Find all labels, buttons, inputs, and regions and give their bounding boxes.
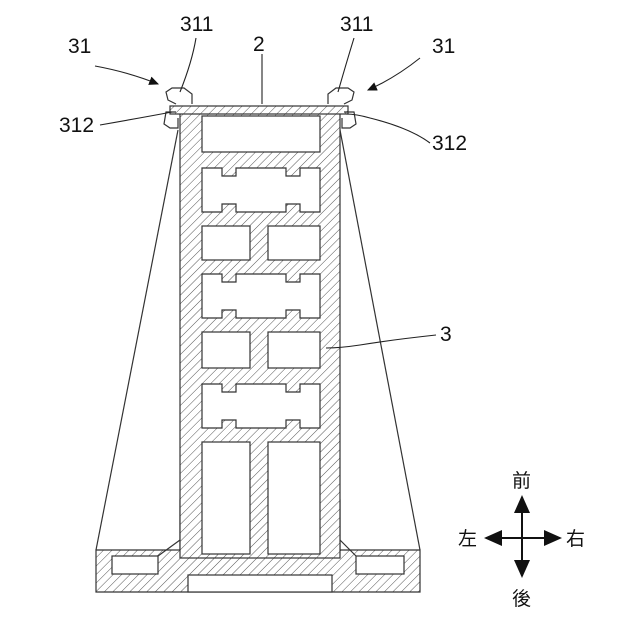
label-311-right: 311 xyxy=(340,13,373,36)
label-31-right: 31 xyxy=(432,35,455,58)
label-3: 3 xyxy=(440,323,452,346)
label-31-left: 31 xyxy=(68,35,91,58)
base-slot-right xyxy=(356,556,404,574)
label-312-left: 312 xyxy=(59,114,94,137)
direction-front: 前 xyxy=(512,470,531,492)
direction-back: 後 xyxy=(512,588,531,610)
label-311-left: 311 xyxy=(180,13,213,36)
direction-compass: 前 後 左 右 xyxy=(458,470,585,610)
base-slot-left xyxy=(112,556,158,574)
base-slot-center xyxy=(188,575,332,592)
label-2: 2 xyxy=(253,33,265,56)
top-plate xyxy=(170,106,348,114)
label-312-right: 312 xyxy=(432,132,467,155)
direction-right: 右 xyxy=(566,528,585,550)
direction-left: 左 xyxy=(458,528,477,550)
